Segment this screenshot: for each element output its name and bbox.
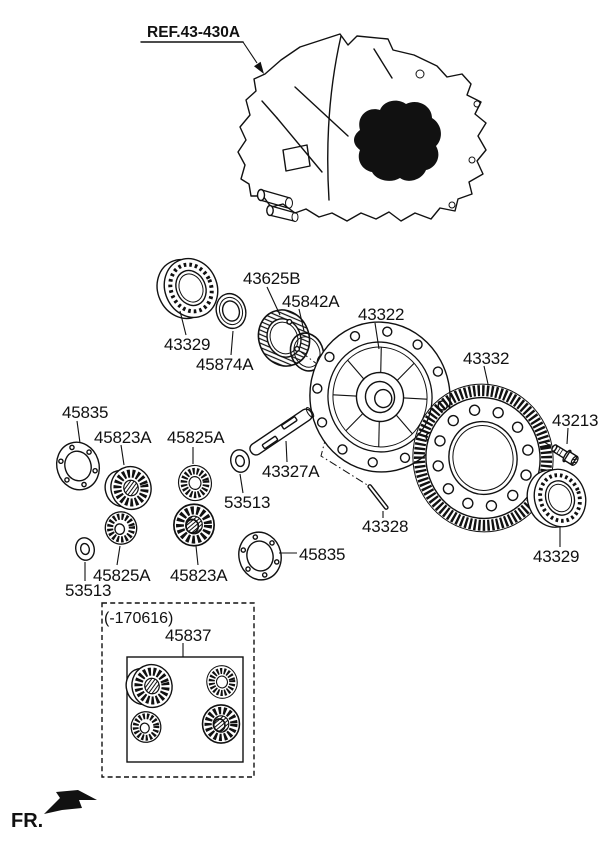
case-spokes [332,347,428,447]
spacer-drawing [215,292,247,330]
housing-opening-blob [354,100,441,181]
callout-pinion-shaft[interactable]: 43327A [262,462,320,481]
callout-bearing-race[interactable]: 43625B [243,269,301,288]
pinion-gear-upper-drawing [175,462,214,503]
callout-side-gear-lower[interactable]: 45823A [170,566,228,585]
thrust-washer-lower-drawing [233,526,287,586]
housing-bosses [256,188,299,223]
gear-set-dashed-box [101,602,255,778]
callout-thrust-washer-lower[interactable]: 45835 [299,545,345,564]
bearing-left-drawing [145,246,229,331]
ref-label[interactable]: REF.43-430A [147,24,240,41]
ring-gear-bolt-holes [432,404,534,512]
gear-set-group: (-170616) 45837 [101,602,255,778]
differential-case-drawing [309,321,451,473]
front-direction-arrow-icon [44,790,97,814]
callout-thrust-washer-upper[interactable]: 45835 [62,403,108,422]
callout-washer-lower[interactable]: 53513 [65,581,111,600]
callout-final-drive-gear[interactable]: 43332 [463,349,509,368]
ref-leader-line [242,41,258,64]
bolt-drawing [551,444,579,466]
callout-pinion-gear-upper[interactable]: 45825A [167,428,225,447]
gear-set-date-note: (-170616) [104,610,173,627]
side-gear-upper-drawing [101,462,156,515]
callout-pinion-gear-lower[interactable]: 45825A [93,566,151,585]
callout-side-gear-upper[interactable]: 45823A [94,428,152,447]
pinion-shaft-drawing [249,406,315,456]
callout-lock-pin[interactable]: 43328 [362,517,408,536]
pinion-gear-lower-drawing [103,510,139,546]
front-indicator-label: FR. [11,810,43,832]
final-drive-gear-drawing [412,383,554,533]
kit-side-gear2-drawing [203,705,240,743]
callout-bearing-left[interactable]: 43329 [164,335,210,354]
callout-gear-set[interactable]: 45837 [165,626,211,645]
callout-differential-case[interactable]: 43322 [358,305,404,324]
ref-arrowhead-icon [254,61,264,74]
bearing-race-drawing [257,309,311,367]
callout-seal-ring[interactable]: 45842A [282,292,340,311]
callout-bearing-right[interactable]: 43329 [533,547,579,566]
lock-pin-drawing [367,484,389,510]
callout-bolt[interactable]: 43213 [552,411,598,430]
callout-washer-upper[interactable]: 53513 [224,493,270,512]
leader-lines [76,286,569,657]
side-gear-lower-drawing [174,504,214,545]
washer-lower-drawing [72,535,98,563]
transaxle-housing-drawing [237,33,487,223]
front-indicator: FR. [11,790,97,832]
callout-spacer[interactable]: 45874A [196,355,254,374]
washer-upper-drawing [227,447,253,475]
ref-callout[interactable]: REF.43-430A [140,24,264,74]
